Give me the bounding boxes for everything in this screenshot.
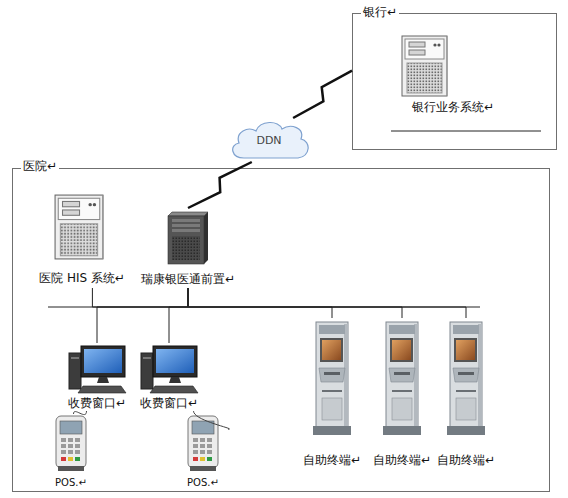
device-node: 自助终端↵ bbox=[436, 318, 496, 470]
device-icon bbox=[166, 210, 210, 266]
device-node: 医院 HIS 系统↵ bbox=[30, 192, 134, 288]
device-icon bbox=[380, 320, 424, 438]
node-label: 自助终端↵ bbox=[302, 453, 362, 467]
device-icon bbox=[50, 414, 92, 472]
lan-link bbox=[92, 288, 188, 307]
device-icon bbox=[54, 194, 104, 260]
device-icon bbox=[139, 345, 199, 395]
group-title: 医院↵ bbox=[21, 159, 59, 173]
node-label: 医院 HIS 系统↵ bbox=[30, 271, 134, 285]
lan-link bbox=[188, 288, 402, 318]
bus-line bbox=[48, 307, 480, 308]
node-label: POS.↵ bbox=[46, 476, 96, 490]
device-node: 收费窗口↵ bbox=[134, 343, 204, 411]
device-node: 自助终端↵ bbox=[372, 318, 432, 470]
device-icon bbox=[182, 414, 224, 472]
node-label: POS.↵ bbox=[178, 476, 228, 490]
pos-cable bbox=[194, 411, 230, 429]
node-label: 收费窗口↵ bbox=[134, 396, 204, 410]
group-frame: 医院↵医院 HIS 系统↵瑞康银医通前置↵收费窗口↵收费窗口↵自助终端↵自助终端… bbox=[12, 168, 550, 492]
device-node: POS.↵ bbox=[178, 414, 228, 490]
pos-cable bbox=[74, 411, 87, 415]
device-node: 瑞康银医通前置↵ bbox=[136, 208, 240, 288]
device-node: POS.↵ bbox=[46, 414, 96, 490]
device-node: 自助终端↵ bbox=[302, 318, 362, 470]
device-icon bbox=[310, 320, 354, 438]
lan-link bbox=[169, 288, 188, 343]
lan-line bbox=[353, 14, 354, 15]
lan-line bbox=[391, 131, 541, 132]
lan-link bbox=[97, 288, 188, 343]
node-label: 自助终端↵ bbox=[436, 453, 496, 467]
device-icon bbox=[67, 345, 127, 395]
node-label: DDN bbox=[226, 134, 312, 148]
ddn-link bbox=[293, 71, 352, 118]
ddn-link bbox=[188, 162, 252, 208]
network-cloud: DDN bbox=[226, 118, 312, 162]
node-label: 银行业务系统↵ bbox=[398, 100, 508, 114]
device-node: 收费窗口↵ bbox=[62, 343, 132, 411]
node-label: 收费窗口↵ bbox=[62, 396, 132, 410]
device-node: 银行业务系统↵ bbox=[398, 34, 508, 116]
group-title: 银行↵ bbox=[361, 5, 399, 19]
group-frame: 银行↵银行业务系统↵ bbox=[352, 13, 557, 150]
device-icon bbox=[401, 35, 448, 97]
lan-link bbox=[188, 288, 466, 318]
device-icon bbox=[444, 320, 488, 438]
bus-line bbox=[13, 169, 14, 170]
node-label: 自助终端↵ bbox=[372, 453, 432, 467]
node-label: 瑞康银医通前置↵ bbox=[136, 272, 240, 286]
lan-link bbox=[188, 288, 332, 318]
